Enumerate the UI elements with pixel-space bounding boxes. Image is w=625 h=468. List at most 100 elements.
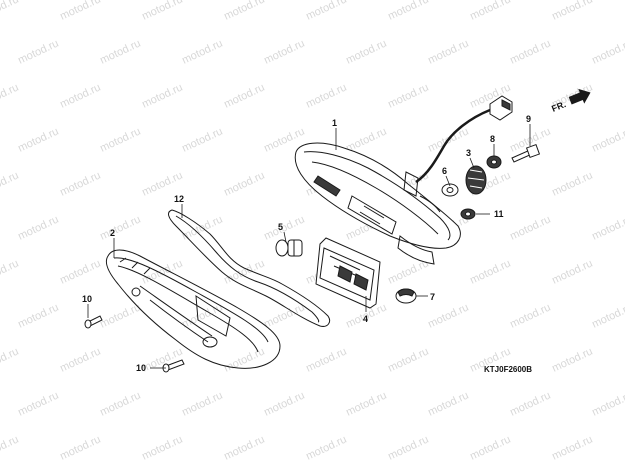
watermark-text: motod.ru [508,37,552,66]
callout-4: 4 [363,314,368,324]
watermark-text: motod.ru [58,257,102,286]
watermark-text: motod.ru [426,301,470,330]
watermark-text: motod.ru [590,301,625,330]
watermark-text: motod.ru [508,301,552,330]
watermark-text: motod.ru [304,345,348,374]
watermark-text: motod.ru [58,433,102,462]
watermark-text: motod.ru [98,301,142,330]
callout-10a: 10 [82,294,92,304]
callout-10b: 10 [136,363,146,373]
watermark-text: motod.ru [508,389,552,418]
bulb [275,239,303,257]
watermark-text: motod.ru [426,389,470,418]
watermark-text: motod.ru [590,125,625,154]
gasket [168,209,331,327]
watermark-text: motod.ru [222,0,266,23]
watermark-text: motod.ru [262,213,306,242]
watermark-text: motod.ru [550,433,594,462]
watermark-text: motod.ru [140,0,184,23]
watermark-text: motod.ru [590,37,625,66]
watermark-text: motod.ru [304,81,348,110]
callout-2: 2 [110,228,115,238]
cap [395,288,417,304]
bulb-socket [465,165,487,195]
watermark-text: motod.ru [386,345,430,374]
watermark-text: motod.ru [304,433,348,462]
watermark-text: motod.ru [222,169,266,198]
arrow-right-icon [568,88,591,105]
watermark-text: motod.ru [0,257,21,286]
watermark-text: motod.ru [180,37,224,66]
callout-3: 3 [466,148,471,158]
callout-5: 5 [278,222,283,232]
watermark-text: motod.ru [180,301,224,330]
reflector [315,237,381,309]
diagram-code: KTJ0F2600B [484,365,532,374]
screw-a [84,315,103,329]
watermark-text: motod.ru [590,389,625,418]
watermark-text: motod.ru [140,345,184,374]
watermark-text: motod.ru [550,0,594,23]
leader-lines [87,124,531,369]
callout-7: 7 [430,292,435,302]
watermark-text: motod.ru [468,257,512,286]
watermark-text: motod.ru [468,0,512,23]
watermark-text: motod.ru [386,81,430,110]
watermark-text: motod.ru [58,81,102,110]
watermark-text: motod.ru [16,125,60,154]
watermark-text: motod.ru [16,213,60,242]
watermark-text: motod.ru [58,169,102,198]
watermark-text: motod.ru [262,389,306,418]
watermark-text: motod.ru [304,0,348,23]
watermark-text: motod.ru [222,81,266,110]
watermark-text: motod.ru [222,433,266,462]
callout-labels: 1 2 3 4 5 6 7 8 9 10 10 11 12 [82,114,531,373]
nut [460,208,476,220]
callout-1: 1 [332,118,337,128]
watermark-text: motod.ru [590,213,625,242]
watermark-text: motod.ru [140,81,184,110]
callout-9: 9 [526,114,531,124]
watermark-text: motod.ru [550,257,594,286]
watermark-text: motod.ru [16,37,60,66]
watermark-text: motod.ru [0,433,21,462]
watermark-text: motod.ru [58,0,102,23]
bolt [511,143,541,163]
callout-12: 12 [174,194,184,204]
watermark-text: motod.ru [180,389,224,418]
taillight-housing [294,95,513,265]
watermark-text: motod.ru [180,125,224,154]
watermark-text: motod.ru [550,169,594,198]
watermark-text: motod.ru [0,81,21,110]
watermark-text: motod.ru [222,345,266,374]
watermark-text: motod.ru [386,433,430,462]
watermark-text: motod.ru [0,169,21,198]
watermark-text: motod.ru [0,0,21,23]
watermark-text: motod.ru [98,37,142,66]
watermark-text: motod.ru [344,37,388,66]
watermark-text: motod.ru [0,345,21,374]
watermark-text: motod.ru [262,37,306,66]
callout-11: 11 [494,209,504,219]
watermark-text: motod.ru [140,433,184,462]
watermark-text: motod.ru [98,125,142,154]
watermark-text: motod.ru [98,213,142,242]
lens-cover [105,249,281,369]
grommet [441,183,459,197]
callout-8: 8 [490,134,495,144]
watermark-text: motod.ru [426,37,470,66]
callout-6: 6 [442,166,447,176]
watermark-text: motod.ru [344,389,388,418]
watermark-text: motod.ru [386,0,430,23]
watermark-text: motod.ru [58,345,102,374]
watermark-text: motod.ru [16,389,60,418]
watermark-text: motod.ru [508,213,552,242]
washer [486,155,502,169]
watermark-text: motod.ru [98,389,142,418]
watermark-text: motod.ru [16,301,60,330]
watermark-text: motod.ru [550,345,594,374]
watermark-text: motod.ru [468,433,512,462]
